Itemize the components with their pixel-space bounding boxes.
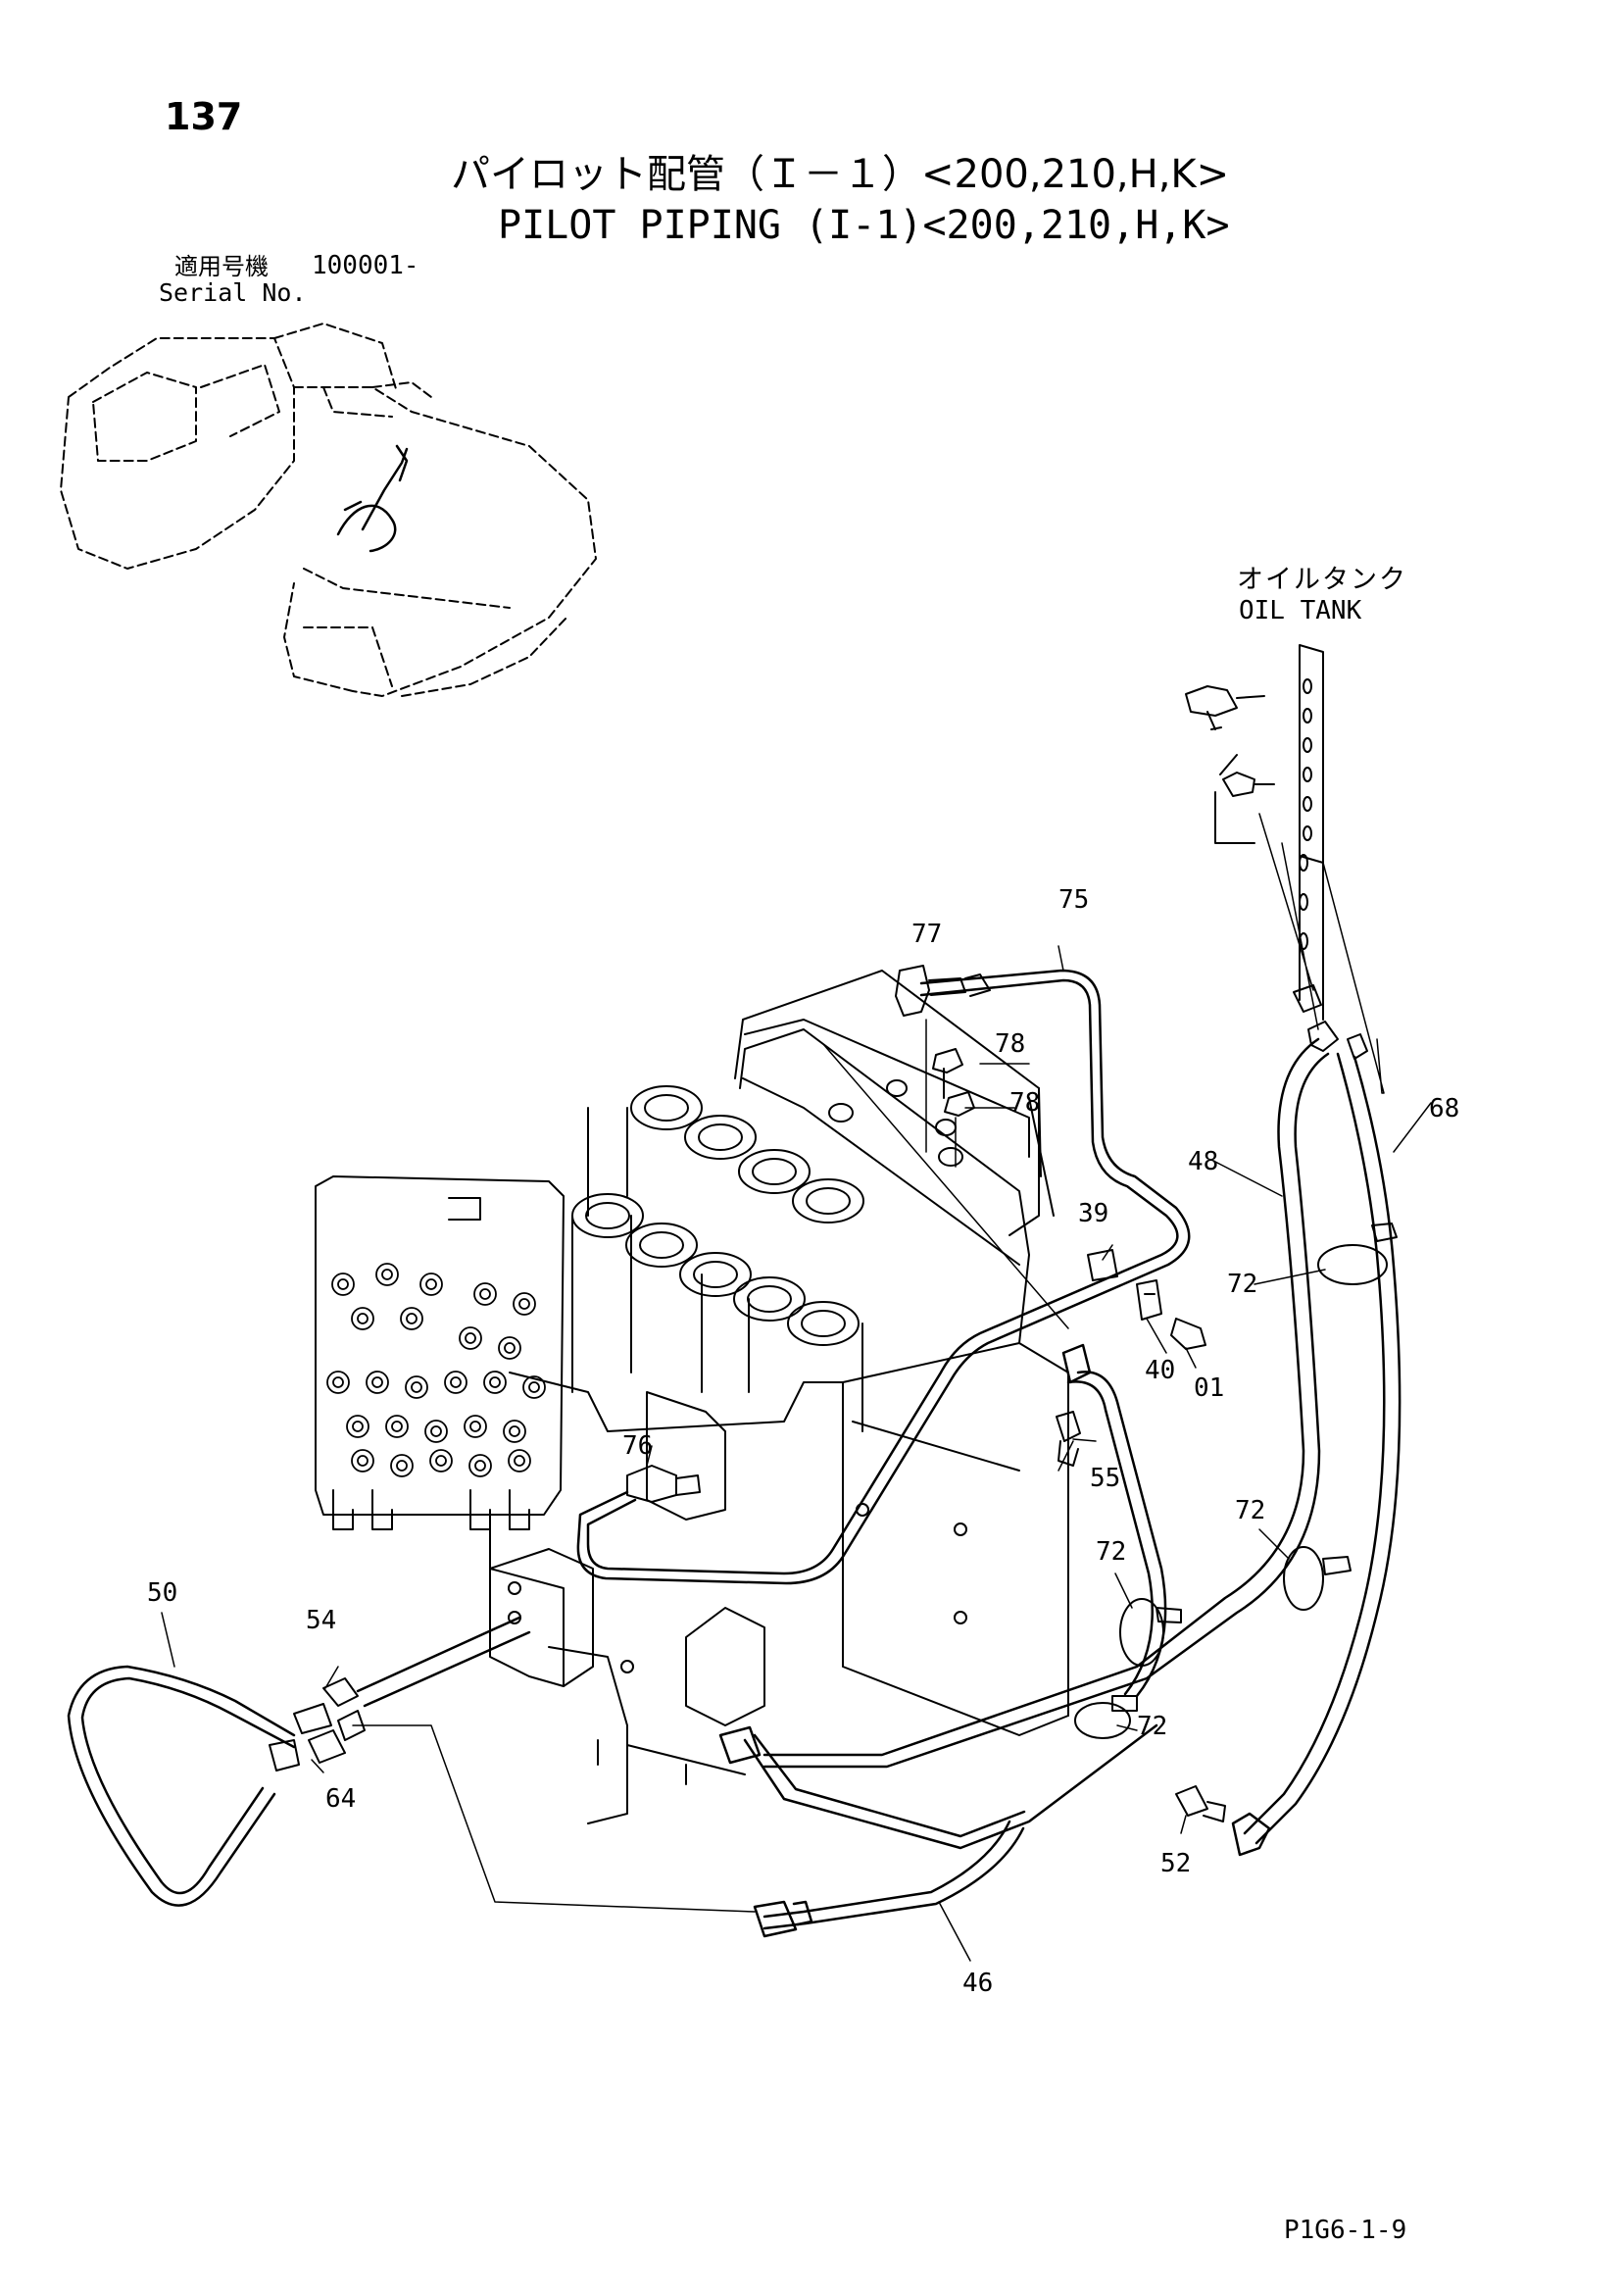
part-label-40: 40 — [1145, 1356, 1176, 1385]
part-label-78-second: 78 — [1009, 1088, 1041, 1118]
part-label-50: 50 — [147, 1578, 178, 1608]
hose-50 — [67, 1665, 296, 1907]
part-label-39: 39 — [1078, 1199, 1109, 1228]
oil-tank-plate — [1185, 644, 1324, 1021]
oil-tank-label-japanese: オイルタンク — [1237, 565, 1407, 595]
valve-spools — [571, 1085, 864, 1432]
overview-piping-highlight — [336, 444, 409, 553]
fitting-64 — [269, 1710, 366, 1772]
tank-to-hose-lines — [1258, 813, 1385, 1094]
title-english: PILOT PIPING (I-1)<200,210,H,K> — [498, 203, 1230, 248]
hose-end-fittings — [1293, 984, 1368, 1060]
serial-label-english: Serial No. — [159, 278, 307, 307]
leader-78 — [925, 1019, 957, 1168]
leader-lines — [161, 945, 1432, 1962]
serial-label-japanese: 適用号機 — [174, 253, 269, 280]
oil-tank-label-english: OIL TANK — [1239, 596, 1362, 625]
hose-68 — [1231, 1052, 1402, 1857]
part-label-46: 46 — [962, 1969, 994, 1998]
part-label-77: 77 — [911, 920, 943, 949]
part-label-48: 48 — [1188, 1147, 1219, 1176]
pilot-manifold — [315, 1175, 565, 1530]
part-label-55: 55 — [1090, 1464, 1121, 1493]
excavator-overview-drawing — [60, 323, 597, 697]
bracket-39 — [1087, 1249, 1206, 1350]
part-label-72-third: 72 — [1096, 1537, 1127, 1567]
part-label-68: 68 — [1429, 1094, 1460, 1123]
fitting-77-elbow — [895, 965, 991, 1017]
manifold-fittings — [326, 1263, 546, 1477]
dashed-link-64-46 — [352, 1724, 756, 1913]
part-label-64: 64 — [325, 1784, 357, 1814]
page-number: 137 — [165, 95, 243, 138]
part-label-75: 75 — [1058, 885, 1090, 915]
part-label-01: 01 — [1194, 1373, 1225, 1403]
drawing-code: P1G6-1-9 — [1284, 2216, 1407, 2245]
title-japanese: パイロット配管（Ｉ－１）<200,210,H,K> — [451, 152, 1230, 197]
fitting-54-hose — [356, 1616, 531, 1708]
serial-number-value: 100001- — [312, 251, 419, 280]
control-valve-block — [315, 970, 1069, 1824]
hose-46 — [718, 1723, 1158, 1938]
part-label-76: 76 — [622, 1431, 654, 1461]
part-label-72: 72 — [1227, 1270, 1258, 1299]
clamps-72 — [1074, 1223, 1398, 1739]
part-label-52: 52 — [1160, 1849, 1192, 1878]
fitting-55 — [1056, 1411, 1081, 1467]
fitting-54 — [293, 1677, 359, 1734]
part-label-72-second: 72 — [1235, 1496, 1266, 1525]
plugs-78 — [932, 1048, 975, 1117]
hose-55-line — [1061, 1343, 1167, 1698]
part-label-78: 78 — [995, 1029, 1026, 1059]
part-label-72-fourth: 72 — [1137, 1712, 1168, 1741]
fitting-52 — [1175, 1785, 1226, 1822]
pilot-hose-75 — [576, 969, 1191, 1585]
part-label-54: 54 — [306, 1606, 337, 1635]
fitting-76 — [626, 1465, 701, 1503]
hose-48 — [762, 1037, 1330, 1769]
